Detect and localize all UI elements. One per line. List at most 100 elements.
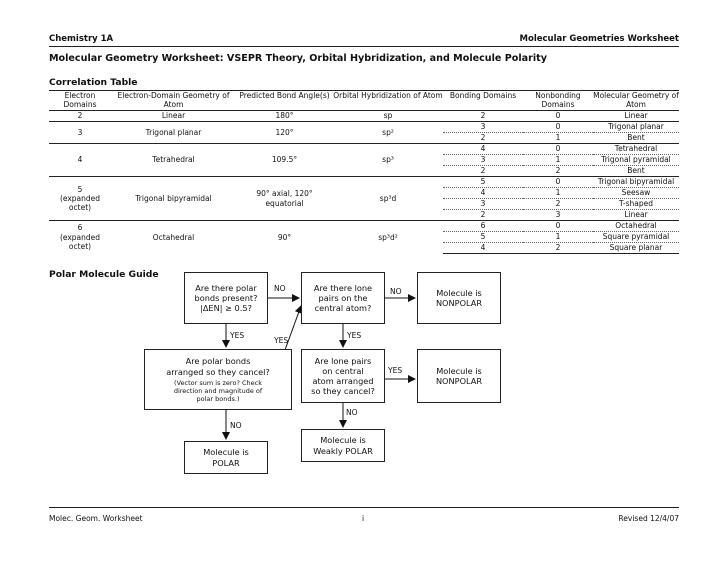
cell-nonbonding-domains: 2: [523, 198, 593, 210]
cell-bond-angles: 90° axial, 120° equatorial: [236, 176, 333, 221]
question-bonds-cancel-main: Are polar bonds arranged so they cancel?: [166, 356, 270, 377]
col-electron-domain-geometry: Electron-Domain Geometry of Atom: [111, 91, 236, 111]
cell-nonbonding-domains: 3: [555, 210, 561, 220]
cell-bonding-domains: 3: [443, 198, 523, 210]
question-lone-pairs: Are there lone pairs on the central atom…: [301, 272, 385, 324]
cell-molecular-geometry: Trigonal pyramidal: [593, 154, 679, 166]
label-yes-q4: YES: [388, 366, 403, 375]
header-rule: [49, 46, 679, 47]
cell-electron-domains: 4: [49, 143, 111, 177]
cell-hybridization: sp: [383, 111, 393, 121]
cell-electron-domains: 6 (expanded octet): [49, 220, 111, 254]
cell-hybridization: sp³: [333, 143, 443, 177]
col-nonbonding-domains: Nonbonding Domains: [523, 91, 593, 111]
question-polar-bonds: Are there polar bonds present? |ΔEN| ≥ 0…: [184, 272, 268, 324]
cell-electron-domains: 5 (expanded octet): [49, 176, 111, 221]
cell-bonding-domains: 4: [443, 143, 523, 155]
table-top-border: [49, 90, 679, 91]
cell-molecular-geometry: Tetrahedral: [593, 143, 679, 155]
question-lone-pairs-cancel: Are lone pairs on central atom arranged …: [301, 349, 385, 403]
footer-revised: Revised 12/4/07: [618, 514, 679, 523]
cell-bond-angles: 109.5°: [236, 143, 333, 177]
cell-bond-angles: 90°: [236, 220, 333, 254]
label-no-q1: NO: [274, 284, 286, 293]
col-molecular-geometry: Molecular Geometry of Atom: [593, 91, 679, 111]
cell-molecular-geometry: Linear: [624, 111, 648, 121]
course-name: Chemistry 1A: [49, 34, 114, 44]
table-header-row: Electron Domains Electron-Domain Geometr…: [49, 91, 679, 111]
cell-hybridization: sp³d: [333, 176, 443, 221]
footer-page-number: i: [362, 514, 365, 523]
cell-molecular-geometry: Bent: [627, 166, 645, 176]
cell-nonbonding-domains: 2: [523, 242, 593, 254]
cell-molecular-geometry: Linear: [624, 210, 648, 220]
cell-nonbonding-domains: 0: [555, 111, 561, 121]
cell-molecular-geometry: Square pyramidal: [593, 231, 679, 243]
cell-bonding-domains: 4: [443, 242, 523, 254]
polar-guide-heading: Polar Molecule Guide: [49, 269, 159, 280]
cell-molecular-geometry: Octahedral: [593, 220, 679, 232]
cell-hybridization: sp²: [333, 121, 443, 144]
cell-molecular-geometry: Bent: [627, 133, 645, 143]
cell-nonbonding-domains: 0: [523, 176, 593, 188]
correlation-table: Electron Domains Electron-Domain Geometr…: [49, 91, 679, 254]
table-row: 2 3 Linear: [49, 210, 679, 221]
cell-molecular-geometry: T-shaped: [593, 198, 679, 210]
cell-bonding-domains: 6: [443, 220, 523, 232]
footer-rule: [49, 507, 679, 508]
label-no-q3: NO: [230, 421, 242, 430]
cell-molecular-geometry: Trigonal bipyramidal: [593, 176, 679, 188]
arrow-q3-yes: [284, 305, 303, 351]
page-title: Molecular Geometry Worksheet: VSEPR Theo…: [49, 53, 548, 64]
cell-bond-angles: 180°: [275, 111, 294, 121]
cell-hybridization: sp³d²: [333, 220, 443, 254]
cell-bonding-domains: 5: [443, 176, 523, 188]
cell-electron-domain-geometry: Trigonal planar: [111, 121, 236, 144]
result-polar: Molecule is POLAR: [184, 441, 268, 474]
cell-bonding-domains: 2: [480, 133, 486, 143]
cell-bonding-domains: 2: [480, 166, 486, 176]
cell-electron-domain-geometry: Linear: [161, 111, 186, 121]
cell-electron-domains: 3: [49, 121, 111, 144]
col-bond-angles: Predicted Bond Angle(s): [236, 91, 333, 111]
cell-nonbonding-domains: 1: [523, 154, 593, 166]
col-hybridization: Orbital Hybridization of Atom: [333, 91, 443, 111]
label-yes-q1: YES: [230, 331, 245, 340]
result-nonpolar-2: Molecule is NONPOLAR: [417, 349, 501, 403]
cell-nonbonding-domains: 0: [523, 121, 593, 133]
cell-nonbonding-domains: 0: [523, 220, 593, 232]
cell-molecular-geometry: Trigonal planar: [593, 121, 679, 133]
cell-electron-domain-geometry: Tetrahedral: [111, 143, 236, 177]
cell-nonbonding-domains: 2: [555, 166, 561, 176]
cell-nonbonding-domains: 1: [555, 133, 561, 143]
col-bonding-domains: Bonding Domains: [443, 91, 523, 111]
cell-electron-domain-geometry: Trigonal bipyramidal: [111, 176, 236, 221]
cell-bond-angles: 120°: [236, 121, 333, 144]
cell-electron-domain-geometry: Octahedral: [111, 220, 236, 254]
table-row: 2 1 Bent: [49, 133, 679, 144]
cell-bonding-domains: 3: [443, 121, 523, 133]
table-row: 2 2 Bent: [49, 166, 679, 177]
correlation-table-heading: Correlation Table: [49, 77, 138, 88]
cell-nonbonding-domains: 1: [523, 231, 593, 243]
col-electron-domains: Electron Domains: [49, 91, 111, 111]
label-no-q4: NO: [346, 408, 358, 417]
label-yes-q3: YES: [274, 336, 289, 345]
cell-molecular-geometry: Seesaw: [593, 187, 679, 199]
cell-bonding-domains: 5: [443, 231, 523, 243]
worksheet-name: Molecular Geometries Worksheet: [519, 34, 679, 44]
label-yes-q2: YES: [347, 331, 362, 340]
cell-bonding-domains: 3: [443, 154, 523, 166]
cell-bonding-domains: 2: [480, 210, 486, 220]
